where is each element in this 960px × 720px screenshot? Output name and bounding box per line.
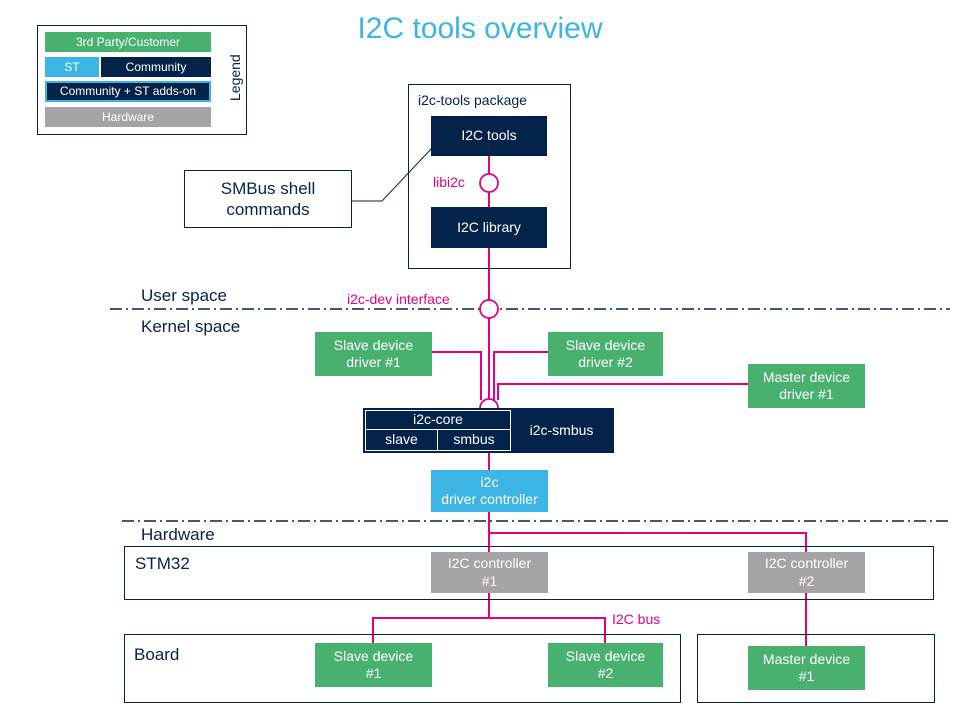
slave-device-driver-1: Slave device driver #1 [315,332,432,376]
master-device-1: Master device #1 [748,646,865,690]
slave-driver1-wire [432,351,482,400]
i2c-core-box: i2c-core [365,410,511,430]
legend-community-st: Community + ST adds-on [45,81,211,102]
ctrl1-line1: I2C controller [447,555,532,571]
legend-hardware: Hardware [45,107,211,127]
smbus-callout-text: SMBus shell commands [184,170,352,228]
i2c-driver-controller: i2c driver controller [431,470,548,512]
slave-driver2-line1: Slave device [565,336,646,353]
slave-driver2-line2: driver #2 [578,354,633,370]
slave-device2-line2: #2 [597,665,614,681]
master-driver1-wire [497,383,748,400]
diagram-title: I2C tools overview [357,12,603,45]
smbus-callout-line2: commands [226,200,310,219]
i2c-dev-interface-circle [479,299,499,319]
i2c-tools-box: I2C tools [431,116,547,156]
legend-3rd-party: 3rd Party/Customer [45,32,211,52]
master-device-driver-1: Master device driver #1 [748,364,865,408]
i2c-smbus-box: i2c-smbus [511,410,612,451]
ctrl2-line2: #2 [798,572,815,589]
i2c-tools-package-title: i2c-tools package [418,92,527,108]
i2c-core-slave-box: slave [365,430,438,451]
legend-community: Community [101,57,211,77]
legend-title: Legend [227,54,243,101]
master-driver1-line1: Master device [762,368,851,385]
libi2c-label: libi2c [433,174,465,190]
master-board-frame [697,634,935,703]
user-space-label: User space [141,286,227,305]
smbus-callout [184,170,352,228]
driver-controller-line2: driver controller [441,491,538,507]
board-label: Board [134,645,180,664]
driver-controller-line1: i2c [480,473,499,490]
kernel-space-label: Kernel space [141,317,241,336]
master-driver1-line2: driver #1 [779,386,834,402]
i2c-tools-package-frame [408,84,571,269]
i2c-controller-2: I2C controller #2 [748,552,865,593]
slave-device1-line1: Slave device [333,647,414,664]
hardware-label: Hardware [141,525,215,544]
master-device1-line1: Master device [762,650,851,667]
i2c-controller-1: I2C controller #1 [431,552,548,593]
stm32-label: STM32 [135,554,190,573]
ctrl2-line1: I2C controller [764,555,849,571]
legend-st: ST [45,57,99,77]
slave-driver1-line1: Slave device [333,336,414,353]
legend-panel [37,25,247,135]
slave-device-1: Slave device #1 [315,643,432,687]
board-frame [124,634,681,703]
slave-device2-line1: Slave device [565,647,646,664]
stm32-frame [124,546,934,600]
slave-driver2-wire [493,351,548,400]
slave-device-driver-2: Slave device driver #2 [548,332,663,376]
i2c-bus-label: I2C bus [612,611,661,627]
slave-device1-line2: #1 [365,665,382,681]
i2c-dev-interface-label: i2c-dev interface [347,291,450,307]
slave-device-2: Slave device #2 [548,643,663,687]
master-device1-line2: #1 [798,668,815,684]
i2c-library-box: I2C library [431,207,547,248]
smbus-callout-line1: SMBus shell [220,178,316,198]
ctrl1-line2: #1 [481,572,498,589]
slave-driver1-line2: driver #1 [346,354,401,370]
i2c-core-smbus-box: smbus [438,430,511,451]
